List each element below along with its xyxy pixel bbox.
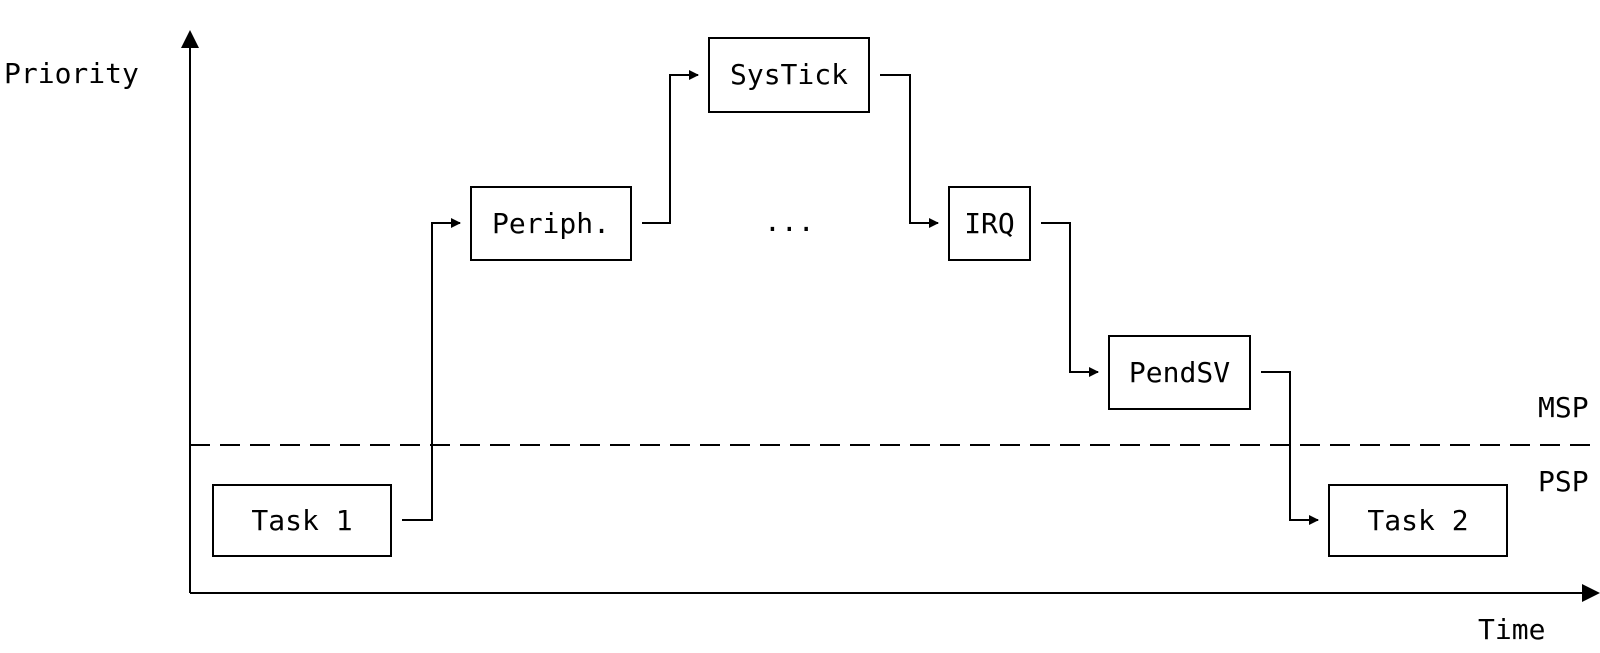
task1-box: Task 1 [212, 484, 392, 557]
y-axis-label: Priority [4, 57, 139, 90]
arrow-irq-to-pendsv [1041, 222, 1099, 377]
irq-box: IRQ [948, 186, 1031, 261]
x-axis-arrowhead [1582, 584, 1600, 602]
arrow-periph-to-systick [642, 70, 699, 224]
arrow-pendsv-to-task2 [1261, 371, 1319, 525]
psp-label: PSP [1538, 465, 1589, 498]
pendsv-box: PendSV [1108, 335, 1251, 410]
y-axis-arrowhead [181, 30, 199, 48]
periph-box: Periph. [470, 186, 632, 261]
x-axis-label: Time [1478, 613, 1546, 646]
arrow-task1-to-periph [402, 218, 461, 521]
systick-box: SysTick [708, 37, 870, 113]
arrow-systick-to-irq [880, 74, 939, 228]
ellipsis-label: ... [764, 205, 815, 238]
task2-box: Task 2 [1328, 484, 1508, 557]
msp-label: MSP [1538, 391, 1589, 424]
